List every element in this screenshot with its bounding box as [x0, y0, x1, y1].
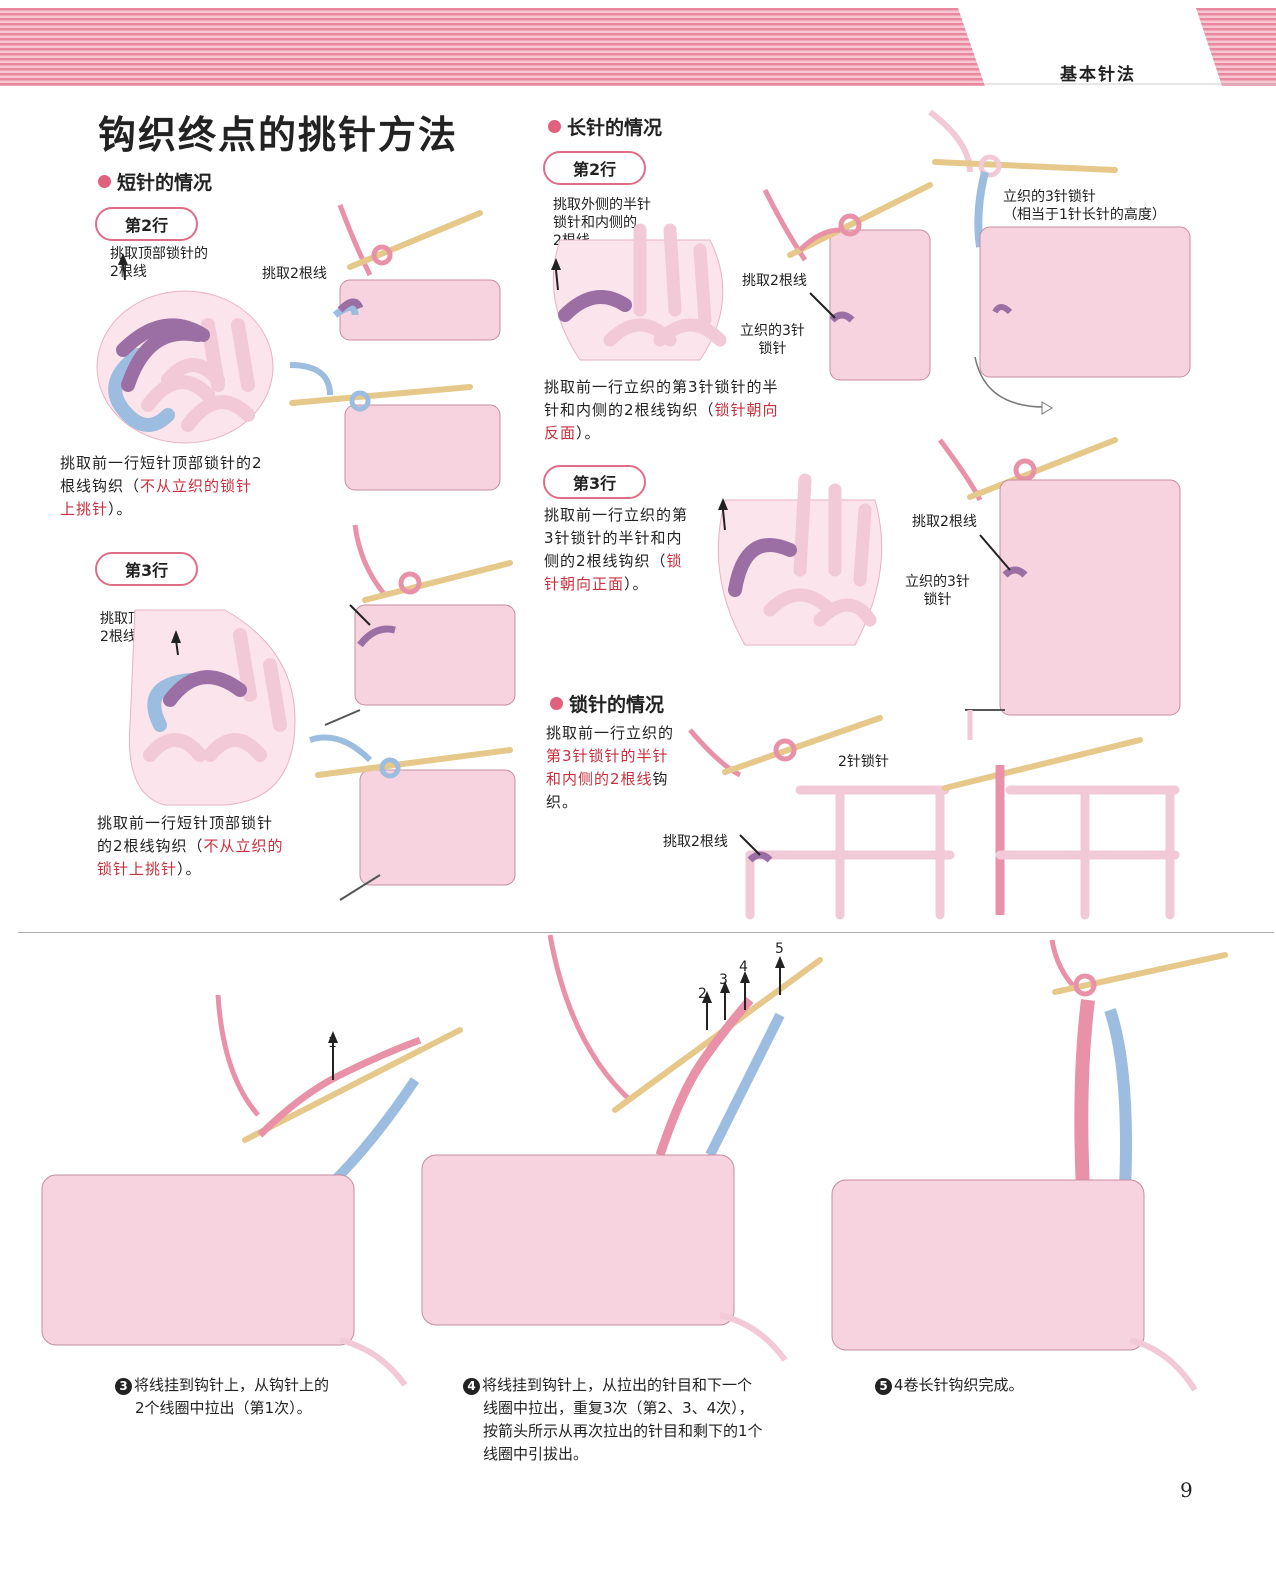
dc-row3-pill: 第3行 [543, 465, 647, 499]
step5-illustration [831, 939, 1228, 1392]
step4-arrow-label-4: 4 [739, 959, 748, 975]
ch-chain-callout: 2针锁针 [838, 754, 889, 770]
sc-row3-swatch-illustration [309, 524, 516, 901]
step4-arrow-label-5: 5 [775, 941, 784, 957]
step-number-badge: 5 [875, 1378, 892, 1395]
sc-row3-closeup-illustration [128, 609, 296, 806]
dc-row2-swatch-illustration [762, 182, 933, 381]
bullet-dot-icon [548, 120, 561, 133]
dc-row2-chain-callout: 立织的3针锁针 [740, 323, 805, 357]
bullet-dot-icon [98, 175, 111, 188]
section-divider [18, 932, 1274, 933]
ch-pick-callout: 挑取2根线 [663, 834, 728, 850]
page-title: 钩织终点的挑针方法 [98, 112, 459, 157]
dc-row3-swatch-illustration [937, 437, 1181, 716]
dc-row3-closeup-illustration [717, 473, 883, 646]
sc-row3-pill: 第3行 [95, 552, 199, 586]
dc-row2-side-callout: 挑取2根线 [742, 273, 807, 289]
step3-illustration [41, 994, 463, 1387]
dc-row3-description: 挑取前一行立织的第 3针锁针的半针和内 侧的2根线钩织（锁 针朝向正面）。 [544, 506, 689, 593]
dc-heading: 长针的情况 [548, 113, 662, 140]
dc-row2-closeup-illustration [551, 223, 727, 361]
dc-row2-description: 挑取前一行立织的第3针锁针的半 针和内侧的2根线钩织（锁针朝向 反面）。 [544, 378, 779, 442]
dc-row3-chain-callout: 立织的3针锁针 [905, 574, 970, 608]
header-band [0, 8, 1276, 86]
dc-row3-side-callout: 挑取2根线 [912, 514, 977, 530]
dc-row2-finished-illustration [928, 109, 1191, 415]
sc-row2-pill: 第2行 [95, 207, 199, 241]
step4-arrow-label-3: 3 [719, 972, 728, 988]
ch-heading: 锁针的情况 [550, 690, 664, 717]
ch-swatch-illustration [688, 710, 1180, 920]
step4-illustration [421, 934, 823, 1362]
step-number-badge: 3 [115, 1378, 132, 1395]
section-tag: 基本针法 [1060, 65, 1136, 85]
page-number: 9 [1180, 1478, 1193, 1502]
step-number-badge: 4 [463, 1378, 480, 1395]
sc-row2-description: 挑取前一行短针顶部锁针的2 根线钩织（不从立织的锁针 上挑针）。 [60, 454, 263, 518]
step4-arrow-label-2: 2 [698, 986, 707, 1002]
sc-heading: 短针的情况 [98, 168, 212, 195]
sc-row2-swatch-illustration [289, 204, 501, 491]
ch-description: 挑取前一行立织的 第3针锁针的半针 和内侧的2根线钩 织。 [546, 724, 675, 811]
step3-arrow-label-1: 1 [328, 1035, 337, 1051]
bullet-dot-icon [550, 697, 563, 710]
dc-row2-right-callout: 立织的3针锁针（相当于1针长针的高度） [1003, 189, 1166, 223]
sc-row2-closeup-illustration [96, 253, 274, 444]
sc-row3-description: 挑取前一行短针顶部锁针 的2根线钩织（不从立织的 锁针上挑针）。 [97, 814, 284, 878]
dc-row2-pill: 第2行 [543, 151, 647, 185]
sc-row2-side-callout: 挑取2根线 [262, 266, 327, 282]
